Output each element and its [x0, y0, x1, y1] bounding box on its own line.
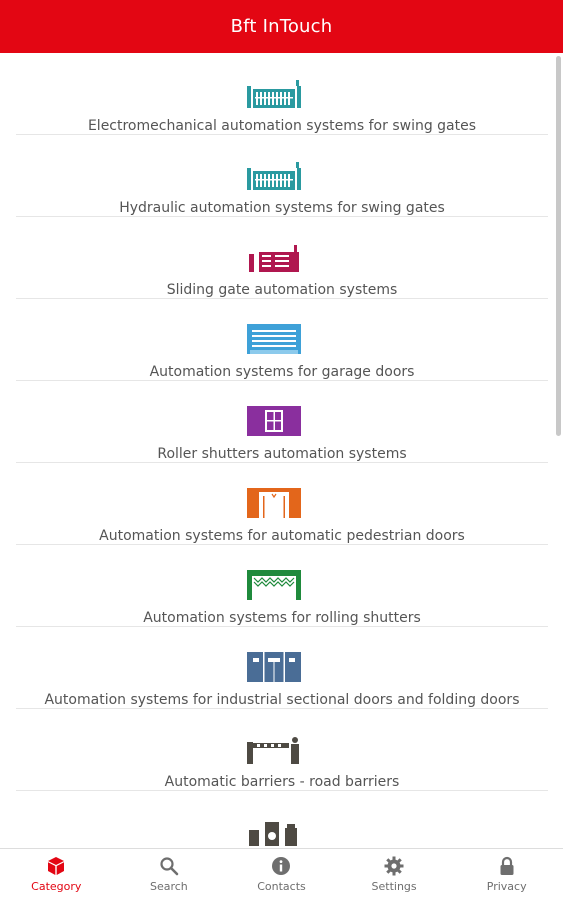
category-label: Sliding gate automation systems [166, 282, 398, 298]
category-item-rolling-shutters[interactable]: Automation systems for rolling shutters [16, 545, 548, 627]
nav-item-contacts[interactable]: Contacts [225, 849, 338, 900]
swing-gate-icon [245, 160, 303, 190]
app-title: Bft InTouch [230, 16, 333, 37]
category-item-electromechanical-swing-gates[interactable]: Electromechanical automation systems for… [16, 53, 548, 135]
cube-icon [46, 856, 66, 876]
category-item-garage-doors[interactable]: Automation systems for garage doors [16, 299, 548, 381]
nav-item-privacy[interactable]: Privacy [450, 849, 563, 900]
search-icon [159, 856, 179, 876]
category-label: Automatic barriers - road barriers [164, 774, 400, 790]
road-barrier-icon [245, 734, 303, 764]
category-item-sliding-gates[interactable]: Sliding gate automation systems [16, 217, 548, 299]
bollard-icon [245, 816, 303, 846]
category-label: Automation systems for rolling shutters [143, 610, 421, 626]
nav-item-search[interactable]: Search [113, 849, 226, 900]
app-header: Bft InTouch [0, 0, 563, 53]
nav-label: Contacts [257, 880, 306, 893]
nav-label: Search [149, 880, 188, 893]
category-label: Automation systems for industrial sectio… [44, 692, 520, 708]
category-item-bollards[interactable] [16, 791, 548, 848]
category-item-roller-shutters[interactable]: Roller shutters automation systems [16, 381, 548, 463]
category-label: Roller shutters automation systems [157, 446, 407, 462]
category-label: Automation systems for automatic pedestr… [99, 528, 465, 544]
category-label: Hydraulic automation systems for swing g… [119, 200, 445, 216]
nav-label: Settings [371, 880, 417, 893]
nav-label: Privacy [486, 880, 527, 893]
info-icon [271, 856, 291, 876]
industrial-door-icon [245, 652, 303, 682]
roller-shutter-icon [245, 406, 303, 436]
list-scrollbar[interactable] [556, 56, 561, 436]
category-label: Automation systems for garage doors [149, 364, 415, 380]
pedestrian-door-icon [245, 488, 303, 518]
nav-label: Category [31, 880, 82, 893]
nav-item-settings[interactable]: Settings [338, 849, 451, 900]
category-item-hydraulic-swing-gates[interactable]: Hydraulic automation systems for swing g… [16, 135, 548, 217]
lock-icon [497, 856, 517, 876]
garage-door-icon [245, 324, 303, 354]
swing-gate-icon [245, 78, 303, 108]
category-list[interactable]: Electromechanical automation systems for… [0, 53, 563, 848]
category-label: Electromechanical automation systems for… [87, 118, 477, 134]
gear-icon [384, 856, 404, 876]
sliding-gate-icon [245, 242, 303, 272]
nav-item-category[interactable]: Category [0, 849, 113, 900]
category-item-road-barriers[interactable]: Automatic barriers - road barriers [16, 709, 548, 791]
category-item-industrial-doors[interactable]: Automation systems for industrial sectio… [16, 627, 548, 709]
rolling-shutter-icon [245, 570, 303, 600]
category-item-pedestrian-doors[interactable]: Automation systems for automatic pedestr… [16, 463, 548, 545]
bottom-navigation: Category Search Contacts [0, 848, 563, 900]
